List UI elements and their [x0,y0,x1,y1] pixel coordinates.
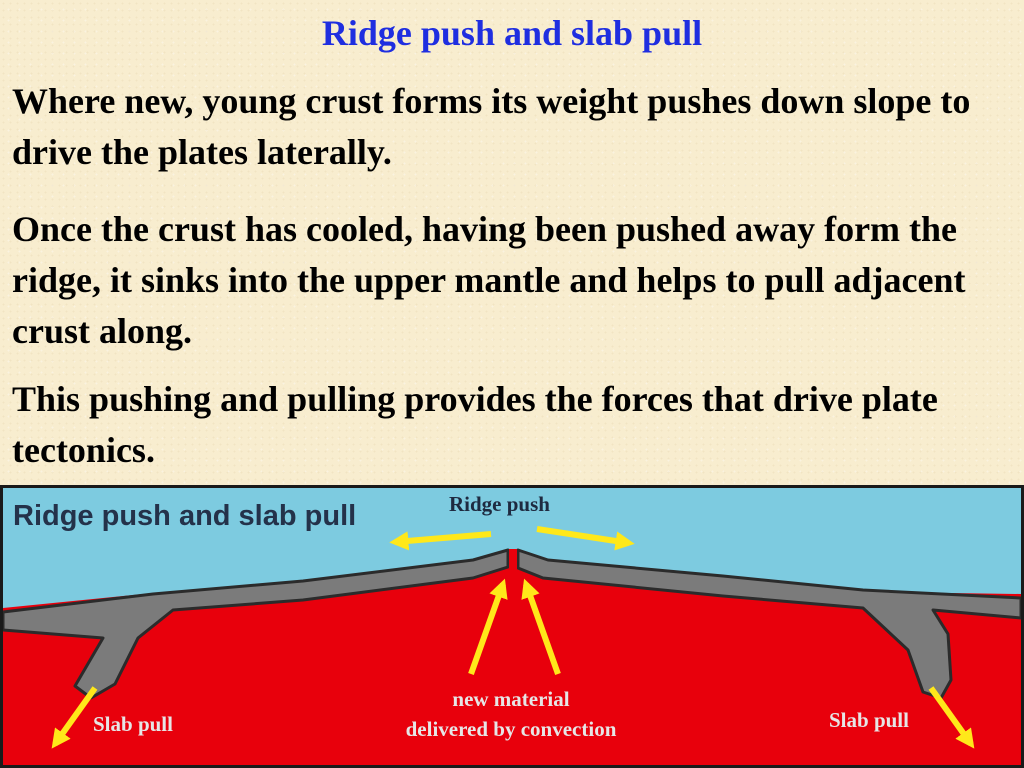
tectonics-diagram: Ridge push and slab pull Ridge push new … [0,485,1024,768]
new-material-line-2: delivered by convection [405,717,617,741]
paragraph-ridge-push: Where new, young crust forms its weight … [12,81,971,172]
diagram-illustration [3,488,1021,749]
ocean [3,488,1021,608]
slab-pull-arrow-left [51,686,98,749]
ridge-push-arrow-left [389,531,492,551]
convection-arrow-right [521,578,561,676]
right-plate [516,548,1021,700]
ridge-rift [509,549,517,571]
slab-pull-left-label: Slab pull [93,712,173,736]
convection-arrow-left [468,578,508,676]
paragraph-conclusion: This pushing and pulling provides the fo… [12,379,938,470]
new-material-line-1: new material [452,687,570,711]
slab-pull-arrow-right [928,686,975,749]
diagram-title: Ridge push and slab pull [13,500,357,532]
paragraph-slab-pull: Once the crust has cooled, having been p… [12,209,966,351]
slide-title: Ridge push and slab pull [321,13,703,53]
ridge-push-arrow-right [536,526,635,551]
new-material-label: new material delivered by convection [371,684,651,744]
slab-pull-right-label: Slab pull [829,708,909,732]
left-plate [3,548,510,700]
ridge-push-label: Ridge push [449,492,550,516]
